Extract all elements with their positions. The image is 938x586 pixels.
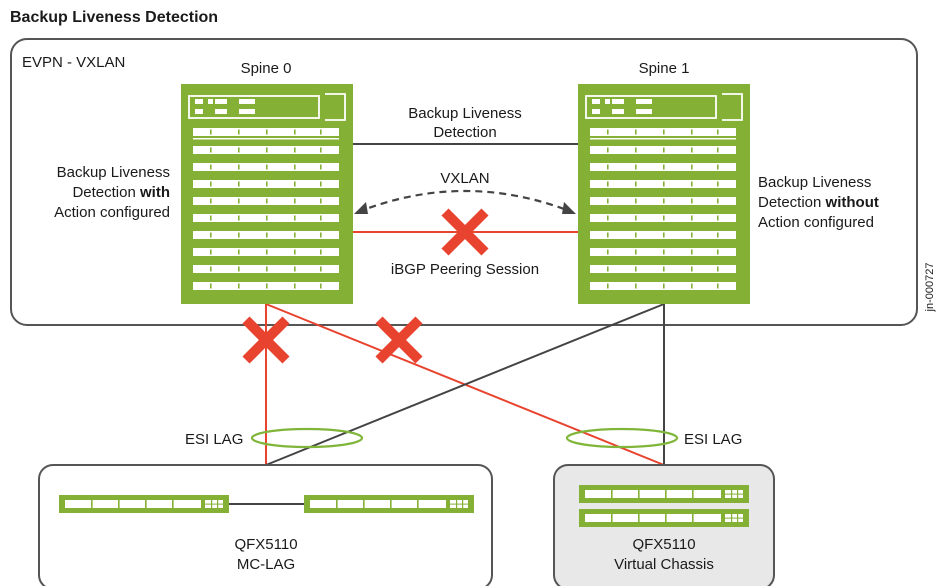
vc-model-label: QFX5110: [632, 536, 695, 553]
lag-left-ellipse: [250, 427, 364, 449]
mclag-type-label: MC-LAG: [237, 556, 295, 573]
right-note-line1: Backup Liveness: [758, 174, 871, 191]
right-note-line2-bold: without: [825, 194, 879, 211]
lag-right-ellipse: [565, 427, 679, 449]
lag-right-label: ESI LAG: [684, 431, 742, 448]
vc-switch-bottom: [579, 509, 749, 527]
mclag-model-label: QFX5110: [234, 536, 297, 553]
figure-id: jn-000727: [924, 263, 936, 313]
mclag-switch-right: [304, 495, 474, 513]
evpn-vxlan-label: EVPN - VXLAN: [22, 54, 125, 71]
spine1-switch: [578, 84, 750, 304]
left-note-line1: Backup Liveness: [57, 164, 170, 181]
ibgp-label: iBGP Peering Session: [391, 261, 539, 278]
vc-switch-top: [579, 485, 749, 503]
vxlan-arrowhead-left: [354, 202, 368, 214]
lag-left-label: ESI LAG: [185, 431, 243, 448]
left-note-line2-pre: Detection: [72, 184, 140, 201]
vc-type-label: Virtual Chassis: [614, 556, 714, 573]
spine1-to-mclag-link: [265, 303, 665, 466]
right-note-line2: Detection without: [758, 194, 879, 211]
blc-link-label-line1: Backup Liveness: [408, 105, 521, 122]
left-note-line3: Action configured: [54, 204, 170, 221]
right-note-line2-pre: Detection: [758, 194, 826, 211]
blc-link-label-line2: Detection: [433, 124, 496, 141]
diagram-title: Backup Liveness Detection: [10, 9, 218, 26]
vxlan-arrowhead-right: [562, 202, 576, 214]
spine0-label: Spine 0: [241, 60, 292, 77]
spine1-label: Spine 1: [639, 60, 690, 77]
left-note-line2-bold: with: [139, 184, 170, 201]
left-note-line2: Detection with: [72, 184, 170, 201]
spine0-switch: [181, 84, 353, 304]
mclag-switch-left: [59, 495, 229, 513]
right-note-line3: Action configured: [758, 214, 874, 231]
vxlan-label: VXLAN: [440, 170, 489, 187]
vxlan-tunnel-arrow: [357, 189, 573, 214]
